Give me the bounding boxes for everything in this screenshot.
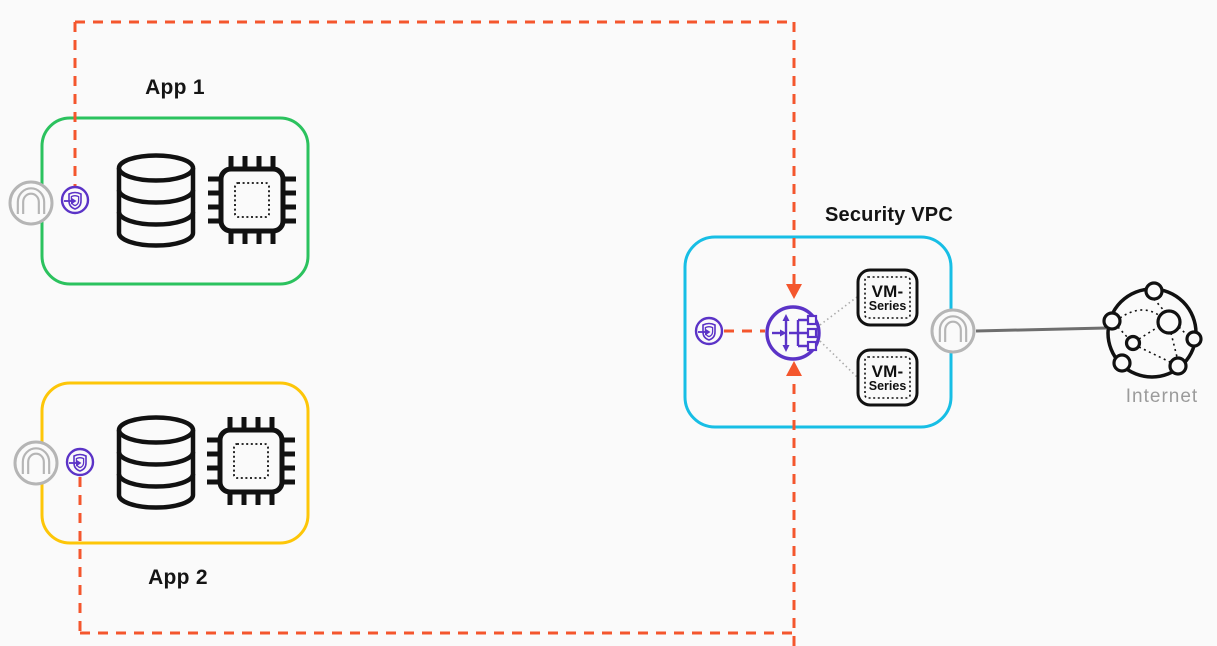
traffic-flow-dashed-loop — [73, 20, 796, 646]
chip-icon — [207, 417, 295, 505]
gwlb-icon — [765, 305, 821, 361]
gwlb-endpoint-icon — [694, 316, 724, 346]
vm-series-2-line2: Series — [868, 379, 907, 393]
vm-series-1-line1: VM- — [871, 282, 904, 301]
nat-gateway-icon — [10, 182, 52, 224]
traffic-arrow-up — [786, 361, 802, 376]
security-vpc-label: Security VPC — [824, 204, 953, 226]
vm-series-box-1 — [856, 268, 919, 327]
vm-series-1-label: VM- Series — [858, 271, 917, 325]
internet-globe-icon — [1102, 281, 1203, 379]
gwlb-endpoint-icon — [65, 447, 95, 477]
vm-series-1-line2: Series — [868, 299, 907, 313]
vm-series-2-line1: VM- — [871, 362, 904, 381]
app1-label: App 1 — [145, 76, 205, 99]
gwlb-endpoint-icon — [60, 185, 90, 215]
gwlb-to-vm2-connector — [819, 340, 858, 378]
app2-label: App 2 — [148, 566, 208, 589]
nat-gateway-icon — [932, 310, 974, 352]
gateway-to-internet-line — [975, 326, 1107, 333]
traffic-arrow-down — [786, 284, 802, 299]
database-icon — [119, 156, 193, 246]
internet-label: Internet — [1125, 386, 1199, 407]
database-icon — [119, 418, 193, 508]
nat-gateway-icon — [15, 442, 57, 484]
vm-series-2-label: VM- Series — [858, 351, 917, 405]
vm-series-box-2 — [856, 348, 919, 407]
gwlb-to-vm1-connector — [819, 296, 858, 326]
chip-icon — [208, 156, 296, 244]
